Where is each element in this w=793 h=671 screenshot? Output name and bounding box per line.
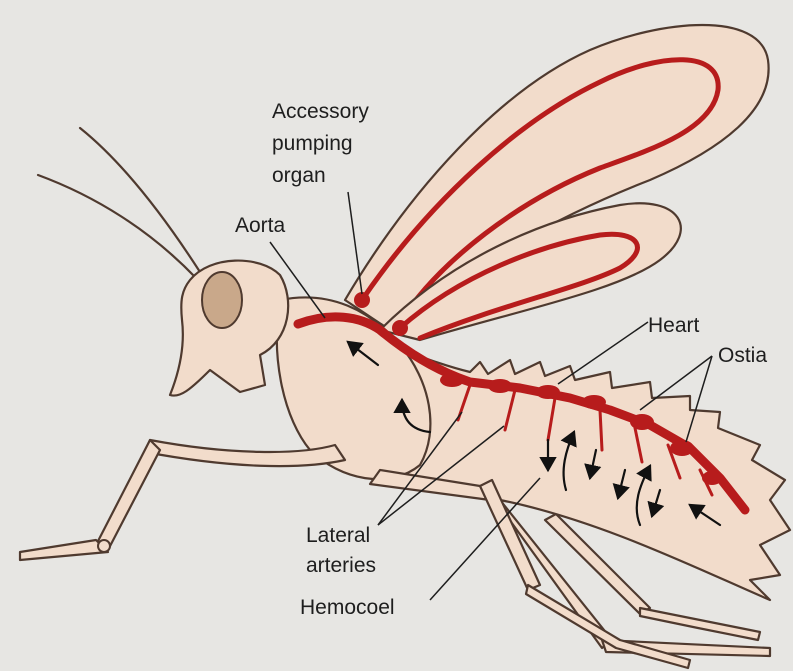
- label-aorta: Aorta: [235, 214, 286, 237]
- label-lateral-line1: Lateral: [306, 524, 370, 547]
- heart-chamber: [536, 385, 560, 399]
- label-accessory-line2: pumping: [272, 132, 353, 155]
- antennae: [38, 128, 200, 278]
- front-leg-tarsus: [20, 540, 108, 560]
- leader-accessory: [348, 192, 362, 294]
- heart-chamber: [440, 373, 464, 387]
- label-lateral-line2: arteries: [306, 554, 376, 577]
- front-leg-tibia: [96, 440, 160, 550]
- label-ostia: Ostia: [718, 344, 767, 367]
- accessory-pumping-organ-forewing: [354, 292, 370, 308]
- label-heart: Heart: [648, 314, 700, 337]
- wings: [345, 25, 769, 340]
- compound-eye: [202, 272, 242, 328]
- label-accessory-line1: Accessory: [272, 100, 369, 123]
- label-hemocoel: Hemocoel: [300, 596, 395, 619]
- antenna-lower: [38, 175, 196, 278]
- heart-chamber: [670, 440, 694, 456]
- accessory-pumping-organ-hindwing: [392, 320, 408, 336]
- front-leg: [20, 440, 345, 560]
- mid-leg-tarsus: [526, 585, 690, 668]
- heart-chamber: [488, 379, 512, 393]
- label-accessory-line3: organ: [272, 164, 326, 187]
- antenna-upper: [80, 128, 200, 272]
- heart-chamber: [582, 395, 606, 409]
- mid-hind-foot: [640, 608, 760, 640]
